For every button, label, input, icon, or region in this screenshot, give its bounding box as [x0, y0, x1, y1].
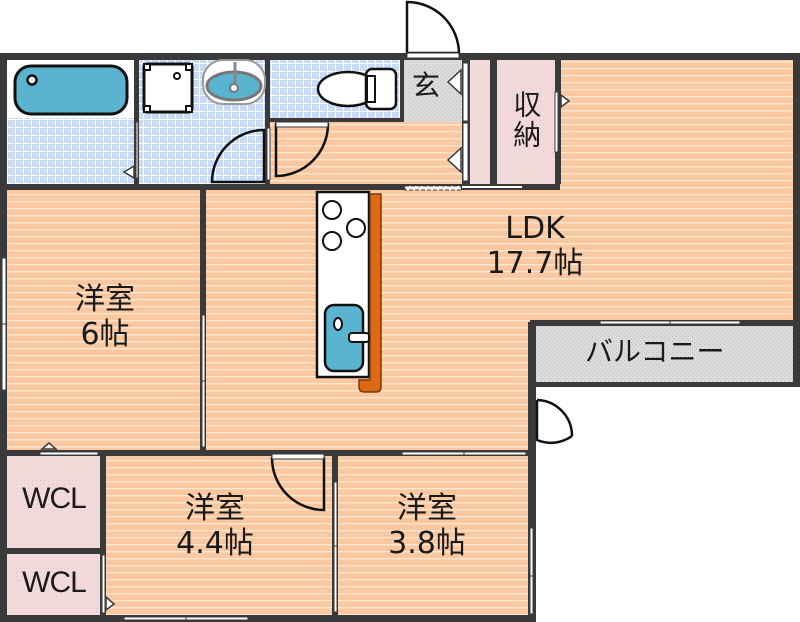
western-room-1-size: 6帖: [80, 316, 130, 352]
doors: [210, 0, 574, 512]
western-room-3-floor: [338, 456, 528, 616]
western-room-2-label: 洋室 4.4帖: [150, 491, 280, 561]
western-room-2-floor: [106, 456, 332, 616]
ldk-size: 17.7帖: [486, 245, 584, 281]
wcl-1-label: WCL: [22, 482, 87, 515]
windows: [1, 257, 741, 621]
western-room-1-label: 洋室 6帖: [40, 282, 170, 352]
western-room-3-label: 洋室 3.8帖: [362, 491, 492, 561]
western-room-1-name: 洋室: [75, 282, 135, 317]
wash-basin-icon: [202, 59, 266, 105]
toilet-door: [274, 122, 330, 178]
wcl-2-label: WCL: [22, 566, 87, 599]
washroom-door: [210, 128, 266, 184]
western-room-3-name: 洋室: [397, 491, 457, 526]
storage-label: 収納: [509, 90, 543, 150]
entrance-label: 玄: [412, 69, 441, 102]
kitchen-sink-icon: [323, 303, 370, 373]
ldk-label: LDK 17.7帖: [460, 211, 610, 281]
ldk-name: LDK: [505, 211, 565, 246]
bathtub-icon: [13, 64, 129, 116]
western-room-3-size: 3.8帖: [388, 525, 466, 561]
front-door: [405, 0, 461, 55]
wcl-1-floor: [7, 456, 100, 548]
stove-burners-icon: [322, 200, 366, 251]
wcl-2-floor: [7, 554, 100, 616]
balcony-label: バルコニー: [585, 335, 725, 368]
hallway-floor: [270, 122, 462, 184]
entrance-floor: [404, 60, 462, 122]
side-door: [535, 400, 573, 445]
western-room-2-name: 洋室: [185, 491, 245, 526]
closet-markers: [39, 68, 571, 612]
balcony-floor: [536, 326, 794, 382]
western-room-1-floor: [7, 190, 200, 450]
toilet-icon: [316, 67, 398, 111]
washing-machine-icon: [142, 62, 194, 114]
room-door: [270, 456, 326, 512]
sliding-doors: [39, 62, 559, 614]
western-room-2-size: 4.4帖: [176, 525, 254, 561]
storage-floor: [497, 60, 555, 184]
